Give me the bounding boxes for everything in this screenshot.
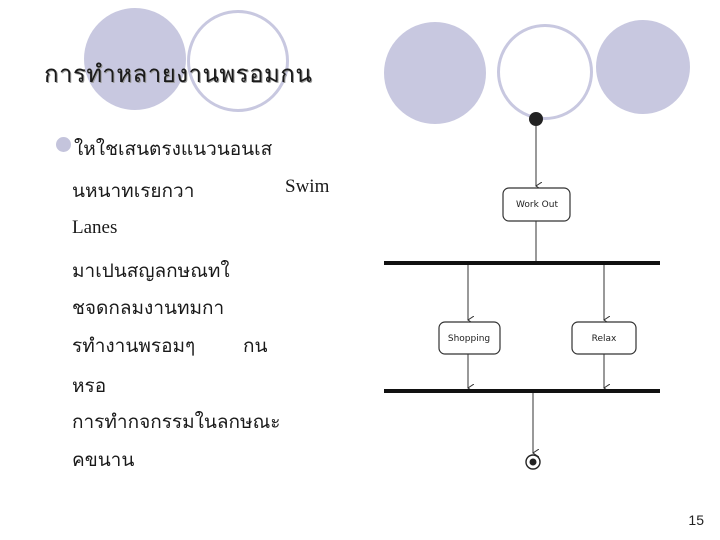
body-word-lanes: Lanes xyxy=(72,217,118,238)
decor-circle-5 xyxy=(596,20,690,114)
body-line-2: นหนาทเรยกวา xyxy=(72,181,195,202)
shopping-box xyxy=(438,321,501,355)
initial-node xyxy=(529,112,543,126)
body-line-5: มาเปนสญลกษณทใ xyxy=(72,261,230,282)
decor-circle-1 xyxy=(84,8,186,110)
body-line-7b: กน xyxy=(243,336,268,357)
decor-circle-4 xyxy=(497,24,593,120)
decor-circle-2 xyxy=(187,10,289,112)
body-line-9: การทำกจกรรมในลกษณะ xyxy=(72,412,281,433)
shopping-label: Shopping xyxy=(448,334,490,344)
workout-label: Work Out xyxy=(516,200,558,210)
body-line-7: รทำงานพรอมๆ xyxy=(72,336,196,357)
page-number: 15 xyxy=(688,512,704,528)
body-line-6: ชจดกลมงานทมกา xyxy=(72,298,225,319)
final-node-dot xyxy=(529,458,537,466)
body-line-8: หรอ xyxy=(72,376,107,397)
body-word-swim: Swim xyxy=(285,176,330,197)
slide-title: การทำหลายงานพรอมกน xyxy=(44,62,313,88)
relax-label: Relax xyxy=(592,334,617,344)
body-line-1: ใหใชเสนตรงแนวนอนเส xyxy=(74,139,273,160)
bullet-icon xyxy=(56,137,71,152)
body-line-10: คขนาน xyxy=(72,450,135,471)
decor-circle-3 xyxy=(384,22,486,124)
